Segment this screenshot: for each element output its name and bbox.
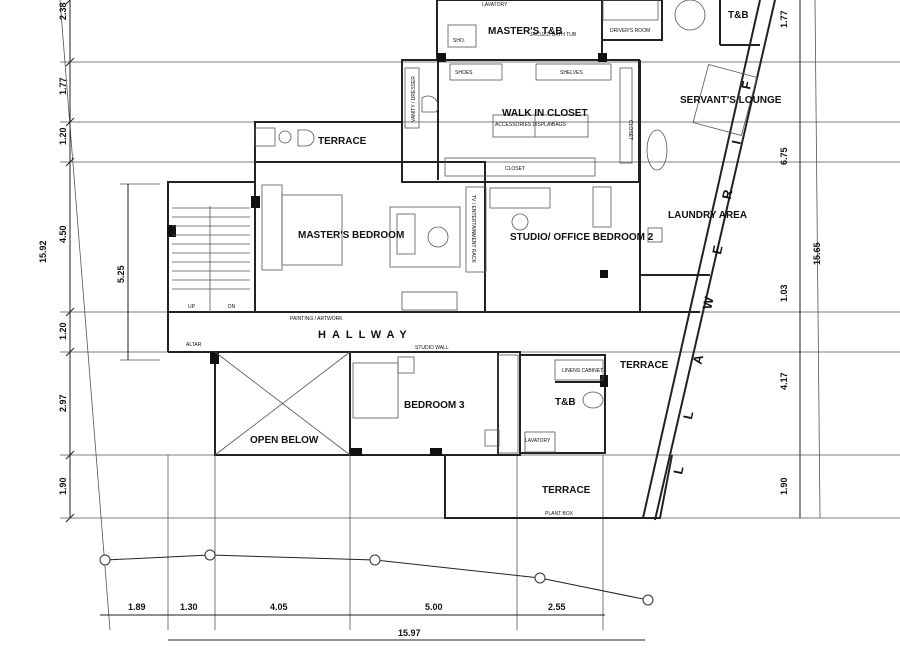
room-masters-tb: MASTER'S T&B — [488, 26, 563, 37]
dim-left-2: 1.77 — [58, 77, 68, 95]
label-closet-right: CLOSET — [627, 120, 633, 140]
dim-bottom-2: 1.30 — [180, 602, 198, 612]
label-studio-wall: STUDIO WALL — [415, 345, 449, 351]
label-linens: LINENS CABINET — [562, 368, 603, 374]
dim-bottom-5: 2.55 — [548, 602, 566, 612]
dim-bottom-3: 4.05 — [270, 602, 288, 612]
room-servants-lounge: SERVANT'S LOUNGE — [680, 95, 782, 106]
firewall-letter: W — [699, 295, 716, 311]
room-labels: MASTER'S T&B T&B TERRACE WALK IN CLOSET … — [250, 10, 782, 496]
dim-bottom-4: 5.00 — [425, 602, 443, 612]
dim-right-2: 6.75 — [779, 147, 789, 165]
label-closet-bottom: CLOSET — [505, 166, 525, 172]
columns — [167, 53, 608, 456]
firewall-letter: R — [719, 188, 736, 201]
firewall-label: F I R E W A L L — [670, 80, 754, 476]
room-terrace-mid: TERRACE — [620, 360, 669, 371]
dim-left-4: 4.50 — [58, 225, 68, 243]
label-jacuzzi: JACUZZI BATH TUB — [530, 32, 577, 38]
label-shelves: SHELVES — [560, 70, 583, 76]
label-altar: ALTAR — [186, 342, 202, 348]
room-terrace-top: TERRACE — [318, 136, 367, 147]
firewall-letter: L — [680, 410, 696, 421]
dim-left-7: 2.97 — [58, 394, 68, 412]
label-shoes: SHOES — [455, 70, 473, 76]
firewall-letter: F — [738, 80, 754, 91]
firewall-letter: A — [690, 353, 707, 366]
label-painting: PAINTING / ARTWORK — [290, 316, 343, 322]
room-hallway: HALLWAY — [318, 329, 413, 341]
room-walk-in-closet: WALK IN CLOSET — [502, 108, 588, 119]
room-open-below: OPEN BELOW — [250, 435, 319, 446]
label-plant-box: PLANT BOX — [545, 511, 574, 517]
label-lavatory-top: LAVATORY — [482, 2, 508, 8]
label-drivers-room: DRIVER'S ROOM — [610, 28, 650, 34]
firewall-letter: L — [670, 465, 686, 476]
walls — [167, 0, 776, 521]
label-stairs-dn: DN — [228, 304, 236, 310]
dim-right-total: 15.65 — [812, 242, 822, 265]
dim-left-1: 2.38 — [58, 2, 68, 20]
room-laundry: LAUNDRY AREA — [668, 210, 747, 221]
firewall-letter: I — [729, 139, 744, 146]
room-masters-bedroom: MASTER'S BEDROOM — [298, 230, 404, 241]
dim-left-total: 15.92 — [38, 240, 48, 263]
label-stairs-up: UP — [188, 304, 196, 310]
room-terrace-bottom: TERRACE — [542, 485, 591, 496]
room-tb-top: T&B — [728, 10, 749, 21]
label-accessories: ACCESSORIES DISPLAY — [495, 122, 554, 128]
firewall-letter: E — [709, 244, 726, 256]
fixture-labels: LAVATORY SHO. JACUZZI BATH TUB DRIVER'S … — [186, 2, 650, 517]
furniture — [254, 0, 758, 454]
dim-bottom-total: 15.97 — [398, 628, 421, 638]
label-lavatory-mid: LAVATORY — [525, 438, 551, 444]
stairs — [172, 206, 250, 312]
label-bags: BAGS — [552, 122, 567, 128]
left-dimension-chain — [65, 0, 129, 523]
dim-left-5: 5.25 — [116, 265, 126, 283]
room-studio-office: STUDIO/ OFFICE BEDROOM 2 — [510, 232, 654, 243]
dim-right-3: 1.03 — [779, 284, 789, 302]
dim-left-3: 1.20 — [58, 127, 68, 145]
label-vanity: VANITY / DRESSER — [411, 76, 417, 122]
dim-left-8: 1.90 — [58, 477, 68, 495]
label-shower: SHO. — [453, 38, 465, 44]
dim-right-5: 1.90 — [779, 477, 789, 495]
dim-right-1: 1.77 — [779, 10, 789, 28]
room-tb-mid: T&B — [555, 397, 576, 408]
label-tv-rack: TV / ENTERTAINMENT RACK — [470, 195, 476, 263]
dim-right-4: 4.17 — [779, 372, 789, 390]
survey-line — [99, 549, 654, 606]
room-bedroom3: BEDROOM 3 — [404, 400, 465, 411]
open-below-cross — [214, 351, 351, 456]
dim-bottom-1: 1.89 — [128, 602, 146, 612]
dim-left-6: 1.20 — [58, 322, 68, 340]
